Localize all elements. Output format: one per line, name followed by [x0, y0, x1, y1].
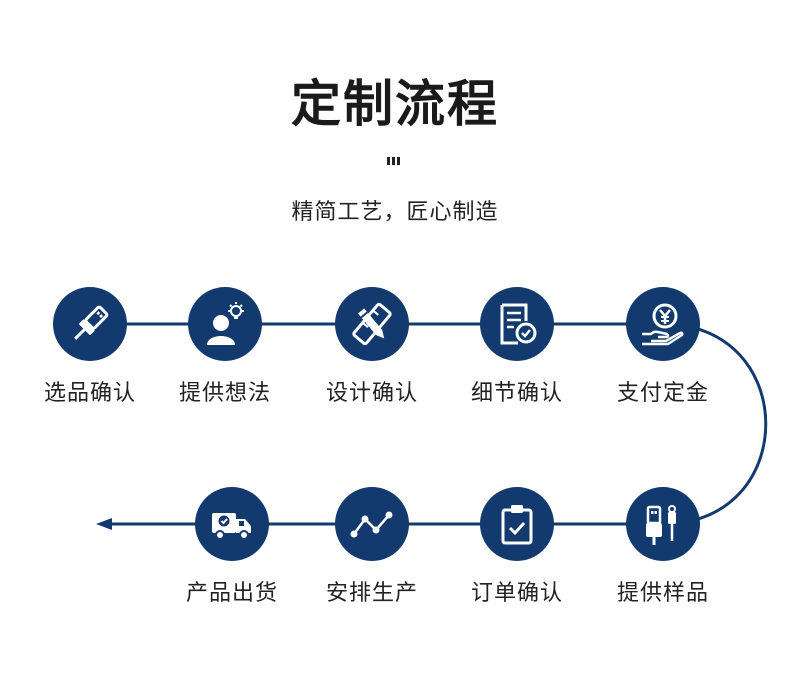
- yen-coin-hand-icon: [642, 303, 684, 346]
- delivery-truck-icon: [212, 513, 251, 540]
- step-5-label: 支付定金: [616, 381, 709, 406]
- clipboard-check-icon: [501, 505, 533, 545]
- document-check-icon: [500, 303, 537, 345]
- idea-person-icon: [207, 302, 244, 345]
- step-9-label: 产品出货: [185, 581, 278, 606]
- step-1-node: [53, 287, 127, 361]
- step-5-node: [626, 287, 700, 361]
- flow-arrowhead: [96, 518, 112, 530]
- step-7-node: [480, 487, 554, 561]
- step-3-label: 设计确认: [325, 381, 418, 406]
- step-3-node: [335, 287, 409, 361]
- decorative-ticks: [387, 157, 401, 165]
- step-6-label: 提供样品: [616, 581, 709, 606]
- step-8-label: 安排生产: [325, 581, 418, 606]
- step-6-node: [626, 487, 700, 561]
- usb-cable-icon: [74, 305, 109, 340]
- pencil-ruler-icon: [352, 302, 392, 346]
- usb-sample-icon: [646, 505, 676, 545]
- step-1-label: 选品确认: [43, 381, 136, 406]
- step-7-label: 订单确认: [470, 581, 563, 606]
- step-2-label: 提供想法: [178, 381, 271, 406]
- step-8-node: [335, 487, 409, 561]
- page-title: 定制流程: [291, 75, 499, 133]
- step-4-label: 细节确认: [470, 381, 563, 406]
- production-chart-icon: [350, 511, 393, 538]
- step-9-node: [195, 487, 269, 561]
- step-2-node: [188, 287, 262, 361]
- step-4-node: [480, 287, 554, 361]
- page-subtitle: 精简工艺，匠心制造: [291, 200, 499, 225]
